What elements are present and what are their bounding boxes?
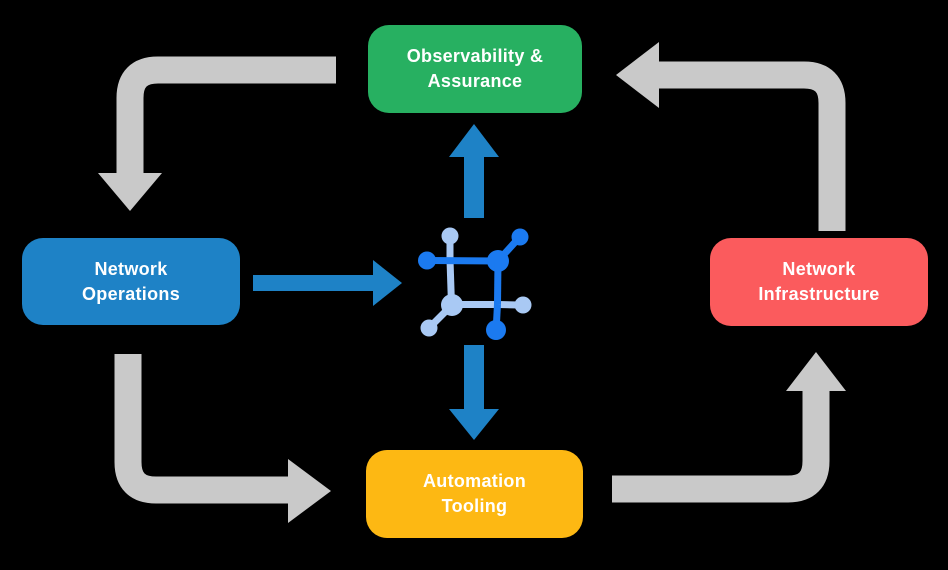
cycle-arrow-automation-to-infrastructure <box>612 352 846 503</box>
accent-arrow-center-to-observability <box>449 124 499 218</box>
node-network-operations: Network Operations <box>22 238 240 325</box>
cycle-arrow-infrastructure-to-observability <box>616 42 846 231</box>
arrowhead-right <box>288 459 331 523</box>
arrow-shaft <box>116 56 336 173</box>
arrow-shaft <box>114 354 288 504</box>
arrowhead-up <box>786 352 846 391</box>
icon-edge-top <box>428 257 499 265</box>
arrowhead-up <box>449 124 499 157</box>
icon-node-top <box>441 227 459 245</box>
icon-node-bottom-left <box>441 294 463 316</box>
node-automation-tooling: Automation Tooling <box>366 450 583 538</box>
arrowhead-right <box>373 260 402 306</box>
arrowhead-down <box>449 409 499 440</box>
icon-node-left <box>418 251 436 270</box>
icon-node-bottom <box>486 320 506 340</box>
icon-node-right <box>514 296 532 314</box>
node-label: Observability & Assurance <box>406 46 544 91</box>
node-label: Network Infrastructure <box>758 259 880 304</box>
arrowhead-left <box>616 42 659 108</box>
node-label: Automation Tooling <box>423 471 526 516</box>
arrow-shaft <box>659 61 846 231</box>
arrow-shaft <box>612 390 830 503</box>
arrowhead-down <box>98 173 162 211</box>
node-network-infrastructure: Network Infrastructure <box>710 238 928 326</box>
accent-arrow-operations-to-center <box>253 260 402 306</box>
icon-node-bottom-left-outer <box>420 319 438 337</box>
accent-arrow-center-to-automation <box>449 345 499 440</box>
arrow-shaft <box>464 155 484 218</box>
icon-stem-bottom <box>493 303 501 324</box>
cycle-arrow-observability-to-operations <box>98 56 336 211</box>
cycle-arrow-operations-to-automation <box>114 354 331 523</box>
icon-node-top-right-outer <box>511 228 529 246</box>
network-fabric-icon <box>418 227 532 340</box>
icon-edge-right <box>494 260 502 305</box>
node-label: Network Operations <box>81 258 181 304</box>
arrow-shaft <box>253 275 374 291</box>
arrow-shaft <box>464 345 484 411</box>
node-observability-assurance: Observability & Assurance <box>368 25 582 113</box>
